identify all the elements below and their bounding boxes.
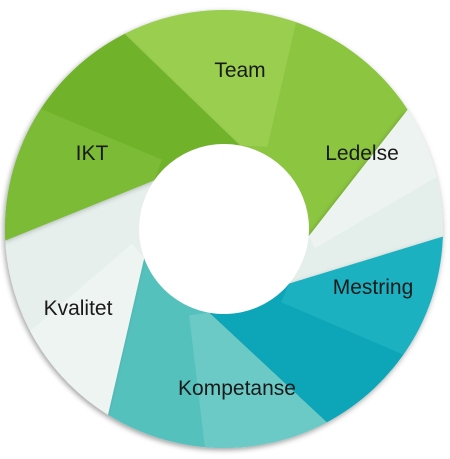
ring-segment-sheen-ledelse [308, 109, 437, 249]
segment-label-kvalitet: Kvalitet [44, 297, 113, 320]
segment-label-mestring: Mestring [333, 276, 414, 299]
segment-label-kompetanse: Kompetanse [178, 377, 296, 400]
ring-segment-ledelse [289, 109, 444, 284]
ring-segment-sheen-team [124, 10, 297, 147]
ring-segment-kompetanse [107, 258, 327, 449]
segment-label-team: Team [214, 59, 265, 82]
center-hole [139, 144, 309, 314]
segment-labels: Team Ledelse Mestring Kompetanse Kvalite… [44, 59, 414, 400]
ring-segments [4, 10, 444, 449]
ring-segment-team [124, 10, 408, 237]
ring-segment-sheen-kvalitet [30, 243, 145, 415]
ring-segment-kvalitet [5, 180, 155, 415]
segment-label-ikt: IKT [76, 142, 109, 165]
ring-segment-sheen-mestring [281, 236, 443, 355]
ring-segment-sheen-kompetanse [189, 312, 327, 449]
ring-segment-mestring [209, 236, 443, 423]
segment-label-ledelse: Ledelse [325, 142, 399, 165]
ring-segment-ikt [4, 33, 241, 241]
ring-segment-sheen-ikt [4, 108, 163, 241]
